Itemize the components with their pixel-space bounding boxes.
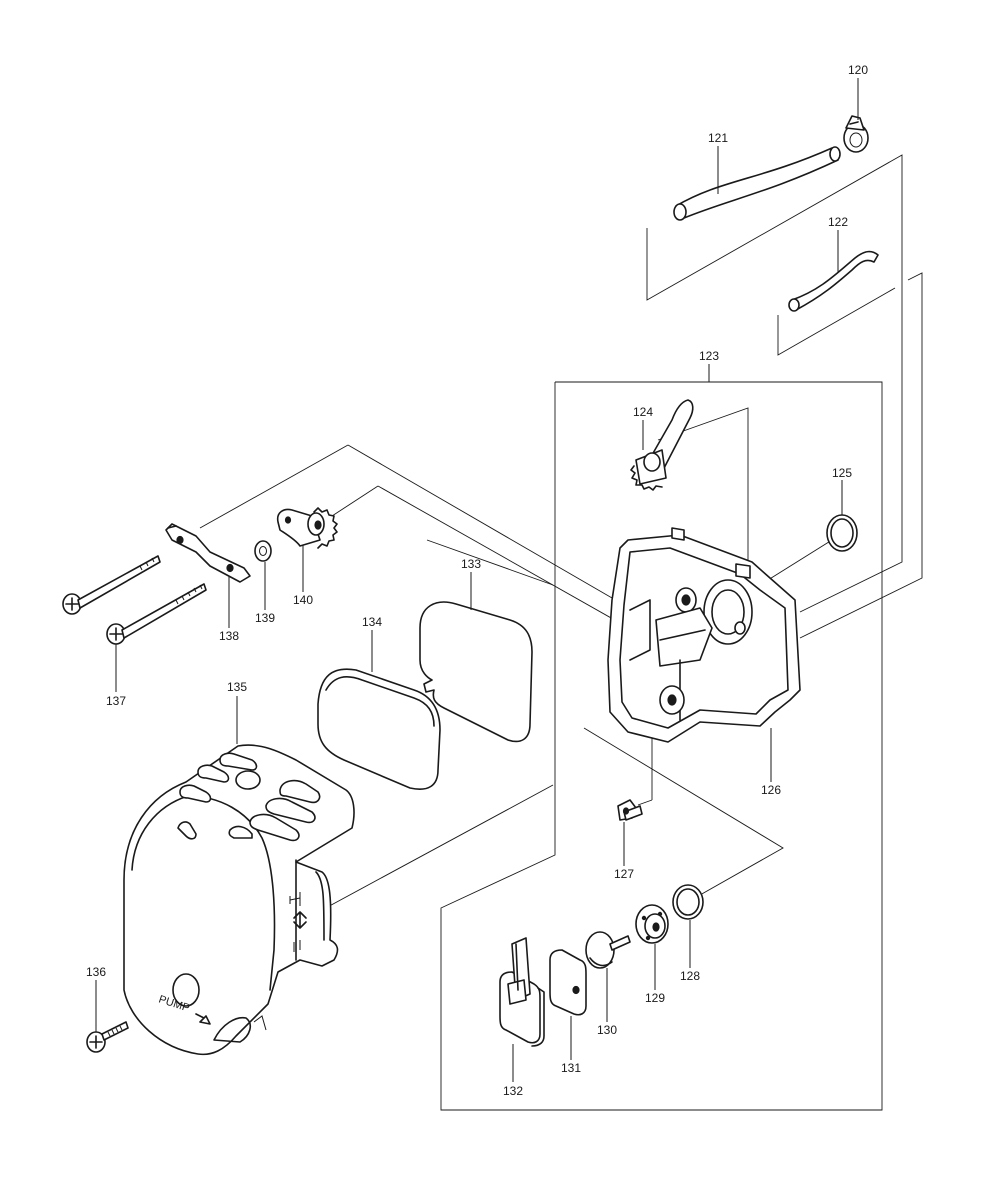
part-132-switch [499, 937, 545, 1047]
part-134-filter-element [317, 668, 441, 790]
callout-131: 131 [561, 1061, 581, 1075]
part-122-hose [788, 250, 879, 312]
leader-lines [95, 78, 859, 1082]
callout-labels: 120 121 122 123 124 125 126 127 128 129 … [86, 63, 868, 1098]
part-131-gasket [549, 949, 587, 1016]
callout-121: 121 [708, 131, 728, 145]
callout-138: 138 [219, 629, 239, 643]
callout-140: 140 [293, 593, 313, 607]
callout-133: 133 [461, 557, 481, 571]
part-127-grommet [617, 799, 643, 821]
assembly-guides [199, 154, 923, 1111]
callout-139: 139 [255, 611, 275, 625]
callout-134: 134 [362, 615, 382, 629]
part-bolt-upper [62, 555, 161, 615]
part-139-washer [254, 540, 272, 562]
callout-135: 135 [227, 680, 247, 694]
part-120-clamp [843, 115, 869, 153]
part-136-screw [86, 1021, 129, 1053]
cover-vents [177, 752, 321, 842]
part-133-filter-plate [419, 601, 533, 743]
part-126-housing [607, 527, 801, 743]
part-135-cover: PUMP [123, 744, 355, 1056]
part-140-cam [276, 507, 338, 549]
callout-123: 123 [699, 349, 719, 363]
callout-127: 127 [614, 867, 634, 881]
callout-132: 132 [503, 1084, 523, 1098]
part-129-seat [635, 904, 669, 944]
bracket-122 [777, 287, 896, 356]
bracket-121 [646, 154, 903, 613]
callout-128: 128 [680, 969, 700, 983]
callout-130: 130 [597, 1023, 617, 1037]
part-125-o-ring [826, 514, 858, 552]
assembly-box-123 [440, 381, 883, 1111]
part-130-valve [585, 931, 631, 969]
part-121-hose [673, 146, 841, 221]
callout-126: 126 [761, 783, 781, 797]
callout-125: 125 [832, 466, 852, 480]
pump-arrow-icon [195, 1013, 211, 1025]
part-138-bracket [165, 523, 251, 583]
callout-124: 124 [633, 405, 653, 419]
part-124-lever [630, 399, 694, 491]
part-128-o-ring [672, 884, 704, 920]
callout-136: 136 [86, 965, 106, 979]
callout-137: 137 [106, 694, 126, 708]
callout-129: 129 [645, 991, 665, 1005]
part-137-bolt [106, 583, 207, 645]
callout-122: 122 [828, 215, 848, 229]
cover-symbols [289, 892, 307, 952]
callout-120: 120 [848, 63, 868, 77]
